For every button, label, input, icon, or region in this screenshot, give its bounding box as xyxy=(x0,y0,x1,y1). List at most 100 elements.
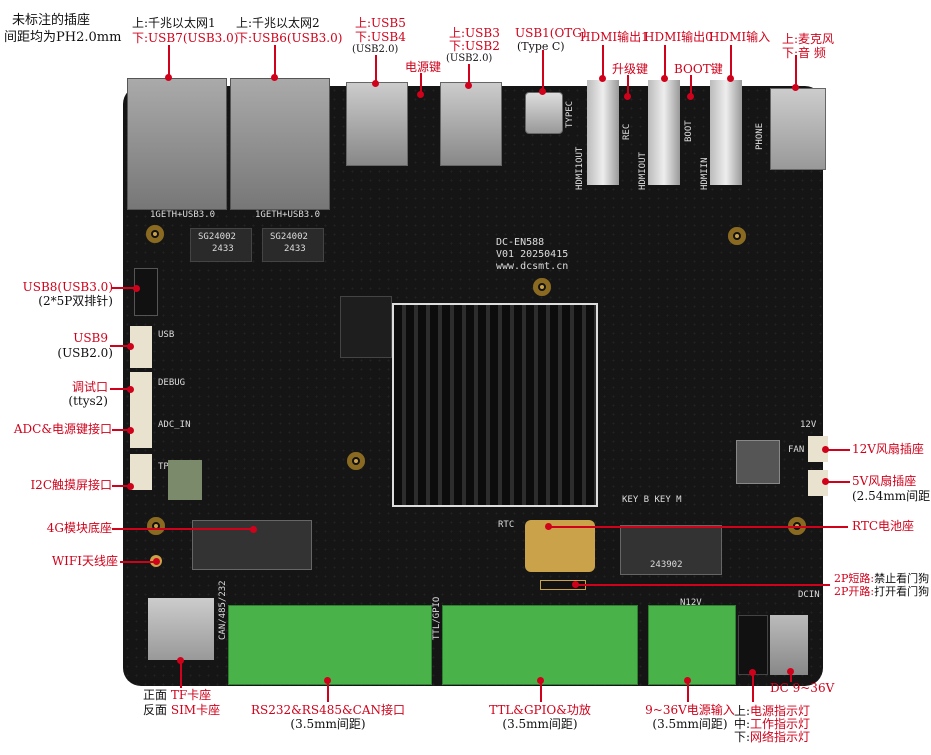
callout-dot-wdt xyxy=(572,581,579,588)
label-usb32-bottom: 下:USB2 xyxy=(449,39,500,53)
callout-dot-eth1 xyxy=(165,74,172,81)
callout-dot-usb8 xyxy=(133,285,140,292)
label-ttl-sub: (3.5mm间距) xyxy=(502,717,578,731)
silk-rtc: RTC xyxy=(498,520,515,530)
label-eth1-bottom: 下:USB7(USB3.0) xyxy=(132,31,239,45)
label-pwr: 9~36V电源输入 xyxy=(645,703,735,717)
label-rs: RS232&RS485&CAN接口 xyxy=(250,703,406,717)
label-hdmi-out0: HDMI输出0 xyxy=(644,30,713,44)
callout-line-adc xyxy=(112,429,130,431)
m2-key-socket xyxy=(620,525,722,575)
fan12-connector xyxy=(808,436,828,462)
silk-phone: PHONE xyxy=(755,122,765,150)
silk-n12v: N12V xyxy=(680,598,702,608)
callout-line-usb8 xyxy=(112,287,136,289)
callout-dot-wifi xyxy=(153,558,160,565)
label-fan5: 5V风扇插座 xyxy=(852,474,917,488)
silk-version: V01 20250415 xyxy=(496,249,569,260)
label-wdt-enable: 打开看门狗 xyxy=(874,585,930,598)
silk-eth1: 1GETH+USB3.0 xyxy=(150,210,216,220)
callout-line-hdmi1 xyxy=(602,45,604,77)
callout-line-upgrade xyxy=(627,75,629,95)
callout-line-wifi xyxy=(120,561,156,563)
callout-dot-leds xyxy=(749,669,756,676)
callout-line-leds xyxy=(752,672,754,702)
label-ttl: TTL&GPIO&功放 xyxy=(489,703,591,717)
callout-dot-usb1 xyxy=(539,88,546,95)
silk-hdmi1out: HDMI1OUT xyxy=(575,146,585,190)
label-eth1-top: 上:千兆以太网1 xyxy=(132,16,216,30)
label-usb1-sub: (Type C) xyxy=(517,40,565,53)
callout-line-power xyxy=(420,73,422,93)
callout-dot-hdmiin xyxy=(727,75,734,82)
label-rtc: RTC电池座 xyxy=(852,519,915,533)
tf-card-socket xyxy=(148,598,214,660)
label-tf: TF卡座 xyxy=(170,688,212,702)
silk-boot: BOOT xyxy=(684,120,694,142)
callout-dot-usb54 xyxy=(372,80,379,87)
callout-dot-usb32 xyxy=(465,82,472,89)
label-tf-line1: 正面 TF卡座 xyxy=(143,688,211,702)
rs-can-terminal xyxy=(228,605,432,685)
label-wdt-open: 2P开路: xyxy=(834,585,875,598)
fan5-connector xyxy=(808,470,828,496)
silk-m2: KEY B KEY M xyxy=(622,495,682,505)
usb-stack-54 xyxy=(346,82,408,166)
callout-line-boot xyxy=(690,75,692,95)
note-line1: 未标注的插座 xyxy=(12,13,91,28)
silk-ttl: TTL/GPIO xyxy=(432,596,442,640)
label-eth2-top: 上:千兆以太网2 xyxy=(236,16,320,30)
callout-line-wdt xyxy=(575,584,830,586)
label-mic-bottom: 下:音 频 xyxy=(782,46,826,60)
silk-typec: TYPEC xyxy=(565,100,575,128)
label-leds-1a: 上: xyxy=(734,704,751,718)
callout-dot-fan5 xyxy=(822,478,829,485)
mount-hole-tr xyxy=(533,278,551,296)
label-sim: SIM卡座 xyxy=(170,703,221,717)
callout-line-lte xyxy=(112,528,252,530)
callout-line-dc xyxy=(790,672,792,682)
silk-12v: 12V xyxy=(800,420,817,430)
label-tf-front: 正面 xyxy=(143,688,168,702)
label-eth2-bottom: 下:USB6(USB3.0) xyxy=(236,31,343,45)
label-boot-key: BOOT键 xyxy=(674,62,723,76)
label-leds-3: 下:网络指示灯 xyxy=(734,730,810,744)
callout-dot-i2c xyxy=(127,483,134,490)
callout-dot-pwr xyxy=(684,677,691,684)
note-line2: 间距均为PH2.0mm xyxy=(4,30,122,45)
callout-line-mic xyxy=(795,55,797,85)
label-leds-2: 中:工作指示灯 xyxy=(734,717,810,731)
adc-connector xyxy=(130,412,152,448)
callout-line-fan12 xyxy=(826,449,850,451)
ethernet-usb-jack-2 xyxy=(230,78,330,210)
label-tf-line2: 反面 SIM卡座 xyxy=(143,703,220,717)
silk-ic2: SG24002 xyxy=(270,232,308,242)
ethernet-usb-jack-1 xyxy=(127,78,227,210)
callout-dot-power xyxy=(417,91,424,98)
label-dc: DC 9~36V xyxy=(770,681,835,695)
memory-chip xyxy=(340,296,392,358)
label-usb8-sub: (2*5P双排针) xyxy=(38,294,113,308)
label-wdt-line1: 2P短路:禁止看门狗 xyxy=(834,572,929,586)
label-led-work: 工作指示灯 xyxy=(750,717,811,731)
silk-can: CAN/485/232 xyxy=(218,580,228,640)
label-usb32-sub: (USB2.0) xyxy=(446,53,493,64)
silk-site: www.dcsmt.cn xyxy=(496,261,569,272)
ttl-gpio-terminal xyxy=(442,605,638,685)
callout-dot-lte xyxy=(250,526,257,533)
silk-ic2b: 2433 xyxy=(284,244,306,254)
power-terminal xyxy=(648,605,736,685)
callout-dot-upgrade xyxy=(624,93,631,100)
callout-dot-debug xyxy=(127,386,134,393)
callout-dot-dc xyxy=(787,668,794,675)
label-usb54-sub: (USB2.0) xyxy=(352,44,399,55)
label-fan12: 12V风扇插座 xyxy=(852,442,924,456)
silk-hdmiin: HDMIIN xyxy=(700,157,710,190)
label-debug-sub: (ttys2) xyxy=(68,394,108,408)
label-hdmi-in: HDMI输入 xyxy=(709,30,771,44)
callout-line-usb54 xyxy=(375,55,377,83)
callout-line-hdmi0 xyxy=(664,45,666,77)
callout-dot-eth2 xyxy=(271,74,278,81)
callout-line-rtc xyxy=(548,526,848,528)
callout-line-tf xyxy=(180,660,182,688)
